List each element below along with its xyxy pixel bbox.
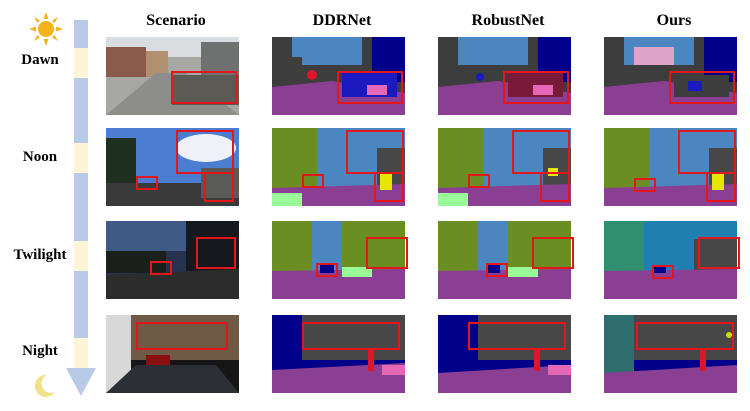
highlight-box: [468, 322, 566, 350]
image-night-scenario: [106, 315, 239, 393]
highlight-box: [176, 130, 234, 174]
row-label-night: Night: [22, 343, 58, 359]
highlight-box: [302, 322, 400, 350]
time-axis-arrowhead: [66, 368, 96, 396]
image-night-robustnet: [438, 315, 571, 393]
image-noon-robustnet: [438, 128, 571, 206]
row-label-dawn: Dawn: [21, 52, 59, 68]
highlight-box: [486, 263, 508, 277]
row-label-twilight: Twilight: [13, 247, 67, 263]
highlight-box: [512, 130, 570, 174]
highlight-box: [316, 263, 338, 277]
image-twilight-scenario: [106, 221, 239, 299]
highlight-box: [374, 172, 404, 202]
column-title-robustnet: RobustNet: [471, 12, 545, 29]
highlight-box: [302, 174, 324, 188]
timeline-marker-twilight: [74, 241, 88, 271]
highlight-box: [503, 71, 569, 104]
image-noon-ddrnet: [272, 128, 405, 206]
highlight-box: [136, 322, 228, 350]
column-title-ours: Ours: [656, 12, 692, 29]
highlight-box: [532, 237, 574, 269]
moon-icon: [30, 372, 58, 400]
highlight-box: [540, 172, 570, 202]
highlight-box: [136, 176, 158, 190]
highlight-box: [366, 237, 408, 269]
time-axis: [74, 20, 88, 372]
column-title-scenario: Scenario: [146, 12, 206, 29]
highlight-box: [346, 130, 404, 174]
highlight-box: [204, 172, 234, 202]
highlight-box: [652, 265, 674, 279]
highlight-box: [678, 130, 736, 174]
column-title-ddrnet: DDRNet: [312, 12, 372, 29]
image-night-ours: [604, 315, 737, 393]
row-label-noon: Noon: [22, 149, 58, 165]
highlight-box: [171, 71, 237, 104]
image-noon-ours: [604, 128, 737, 206]
image-twilight-ddrnet: [272, 221, 405, 299]
timeline-marker-dawn: [74, 48, 88, 78]
timeline-marker-noon: [74, 143, 88, 173]
image-twilight-ours: [604, 221, 737, 299]
highlight-box: [698, 237, 740, 269]
timeline-marker-night: [74, 338, 88, 368]
image-twilight-robustnet: [438, 221, 571, 299]
highlight-box: [196, 237, 236, 269]
highlight-box: [706, 172, 736, 202]
highlight-box: [468, 174, 490, 188]
highlight-box: [636, 322, 734, 350]
highlight-box: [150, 261, 172, 275]
sun-icon: [29, 12, 63, 46]
highlight-box: [337, 71, 403, 104]
highlight-box: [634, 178, 656, 192]
highlight-box: [669, 71, 735, 104]
